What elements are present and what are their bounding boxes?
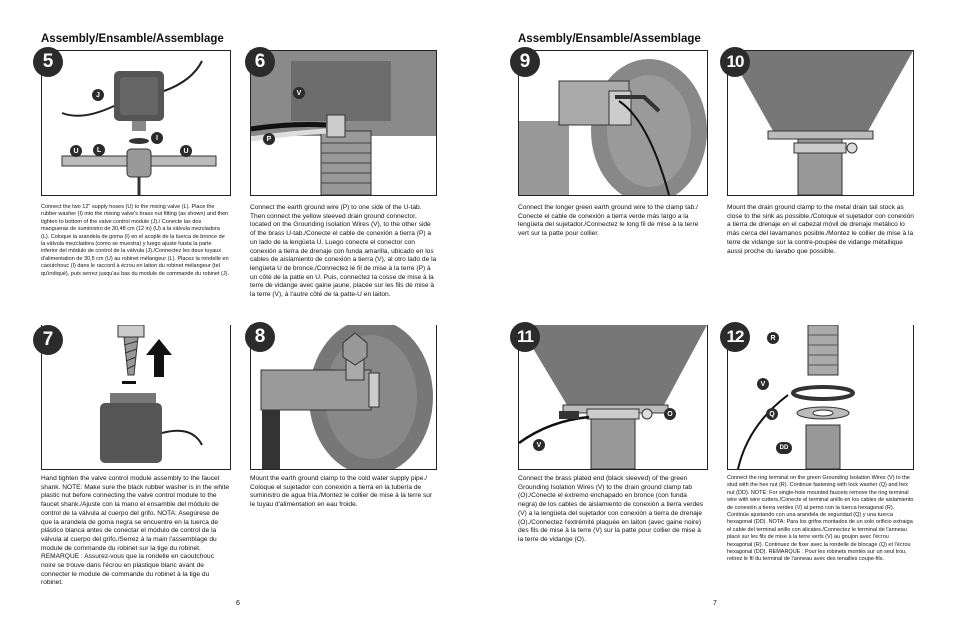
clamp-tab-drawing xyxy=(519,59,707,195)
step-6-badge: 6 xyxy=(245,47,275,77)
step-10-illustration xyxy=(727,50,914,196)
label-v: V xyxy=(293,87,305,99)
step-11-caption: Connect the brass plated end (black slee… xyxy=(518,475,704,543)
label-j: J xyxy=(92,89,104,101)
step-8-caption: Mount the earth ground clamp to the cold… xyxy=(250,475,433,509)
step-12-illustration xyxy=(727,325,914,470)
step-8-illustration xyxy=(250,325,437,470)
u-tab-drawing xyxy=(251,51,436,195)
step-9-caption: Connect the longer green earth ground wi… xyxy=(518,204,699,238)
step-9-badge: 9 xyxy=(510,47,540,77)
label-o: O xyxy=(664,408,676,420)
drain-tab-drawing xyxy=(519,325,707,469)
label-u-left: U xyxy=(70,145,82,157)
step-5-badge: 5 xyxy=(33,47,63,77)
section-title-right: Assembly/Ensamble/Assemblage xyxy=(518,33,701,45)
label-i: I xyxy=(151,132,163,144)
step-6-illustration xyxy=(250,50,437,196)
step-10-badge: 10 xyxy=(720,47,750,77)
step-5-illustration xyxy=(41,50,231,196)
page-number-right: 7 xyxy=(713,600,717,607)
page-number-left: 6 xyxy=(236,600,240,607)
label-u-right: U xyxy=(180,145,192,157)
step-10-caption: Mount the drain ground clamp to the meta… xyxy=(727,204,914,255)
section-title-left: Assembly/Ensamble/Assemblage xyxy=(41,33,224,45)
step-12-caption: Connect the ring terminal on the green G… xyxy=(727,475,914,563)
label-l: L xyxy=(93,144,105,156)
step-8-badge: 8 xyxy=(245,322,275,352)
label-q: Q xyxy=(766,408,778,420)
label-p: P xyxy=(263,133,275,145)
step-12-badge: 12 xyxy=(720,322,750,352)
label-r: R xyxy=(767,332,779,344)
ground-clamp-pipe-drawing xyxy=(260,325,433,469)
label-v-step12: V xyxy=(757,378,769,390)
valve-module-drawing xyxy=(100,325,203,463)
label-v-step11: V xyxy=(533,439,545,451)
step-6-caption: Connect the earth ground wire (P) to one… xyxy=(250,204,437,299)
step-9-illustration xyxy=(518,50,708,196)
ring-terminal-drawing xyxy=(737,325,855,469)
step-7-badge: 7 xyxy=(33,325,63,355)
step-7-caption: Hand tighten the valve control module as… xyxy=(41,475,230,587)
step-7-illustration xyxy=(41,325,231,470)
mixing-valve-drawing xyxy=(61,60,217,195)
step-5-caption: Connect the two 12" supply hoses (U) to … xyxy=(41,204,229,277)
label-dd: DD xyxy=(776,442,792,454)
drain-clamp-drawing xyxy=(728,51,913,195)
step-11-badge: 11 xyxy=(510,322,540,352)
step-11-illustration xyxy=(518,325,708,470)
